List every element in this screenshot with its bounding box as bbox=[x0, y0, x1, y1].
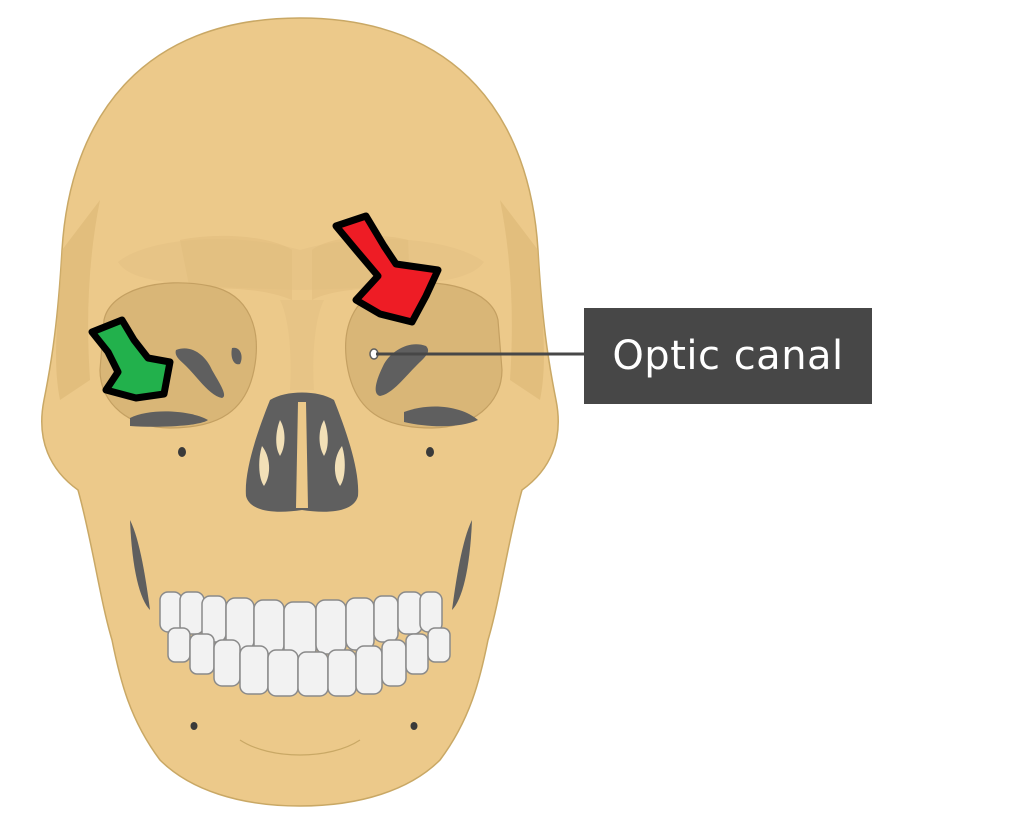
chin-contour bbox=[239, 739, 361, 756]
temporal-left-shadow bbox=[56, 200, 100, 400]
orbital-fissure-right-inferior bbox=[404, 406, 478, 427]
infraorbital-foramen-left bbox=[178, 447, 186, 457]
mental-foramen-right bbox=[410, 722, 418, 730]
cheek-cavity-left bbox=[130, 520, 150, 610]
nasal-concha-right bbox=[334, 446, 345, 486]
upper-teeth bbox=[159, 591, 443, 659]
nasal-concha-right-upper bbox=[319, 420, 328, 456]
nasal-bridge bbox=[280, 300, 324, 390]
optic-canal-label: Optic canal bbox=[584, 308, 872, 404]
nasal-septum bbox=[296, 402, 308, 508]
cheek-cavity-right bbox=[452, 520, 472, 610]
lower-teeth bbox=[167, 627, 451, 697]
orbital-fissure-left-inferior bbox=[130, 411, 208, 427]
green-arrow-marker-icon bbox=[88, 316, 174, 402]
brow-inner-left bbox=[180, 235, 292, 300]
nasal-concha-left-upper bbox=[276, 420, 285, 456]
nasal-concha-left bbox=[259, 446, 270, 486]
orbital-fissure-right-superior bbox=[375, 344, 429, 396]
infraorbital-foramen-right bbox=[426, 447, 434, 457]
optic-canal-label-text: Optic canal bbox=[612, 333, 844, 379]
orbital-fissure-left-superior bbox=[175, 348, 225, 398]
red-arrow-marker-icon bbox=[332, 212, 442, 326]
orbital-fissure-left-small bbox=[231, 347, 242, 365]
mental-foramen-left bbox=[190, 722, 198, 730]
temporal-right-shadow bbox=[500, 200, 544, 400]
